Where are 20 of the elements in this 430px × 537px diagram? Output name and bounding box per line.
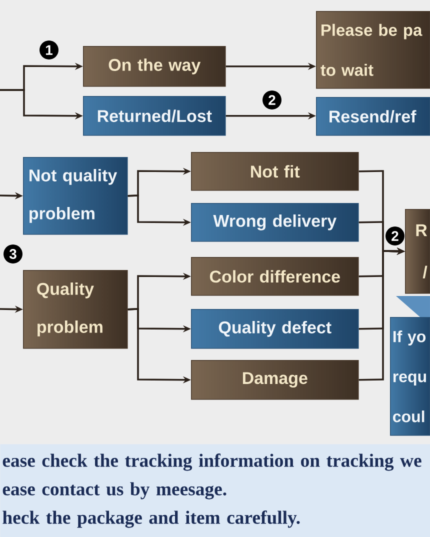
process-box: Damage — [191, 360, 359, 400]
process-box: Wrong delivery — [191, 203, 359, 242]
process-box: R / — [405, 209, 430, 294]
note-text: ease check the tracking information on tracking we — [2, 454, 422, 471]
note-text: heck the package and item carefully. — [2, 510, 300, 528]
process-box: Quality problem — [23, 270, 128, 349]
process-box: Color difference — [191, 257, 359, 296]
process-box: Resend/ref — [316, 97, 430, 136]
process-box: Not quality problem — [23, 157, 128, 235]
callout-number: 3 — [4, 244, 22, 264]
process-box: Not fit — [191, 152, 359, 191]
process-box: Returned/Lost — [83, 96, 226, 136]
callout-number: 2 — [262, 90, 282, 110]
callout-number: 1 — [40, 40, 58, 60]
process-box: Please be pa to wait — [316, 11, 430, 89]
note-text: ease contact us by meesage. — [2, 482, 226, 500]
process-box: On the way — [83, 46, 226, 87]
callout-box: If yo requ coul — [390, 296, 430, 436]
callout-number: 2 — [386, 226, 404, 246]
process-box: Quality defect — [191, 309, 359, 349]
